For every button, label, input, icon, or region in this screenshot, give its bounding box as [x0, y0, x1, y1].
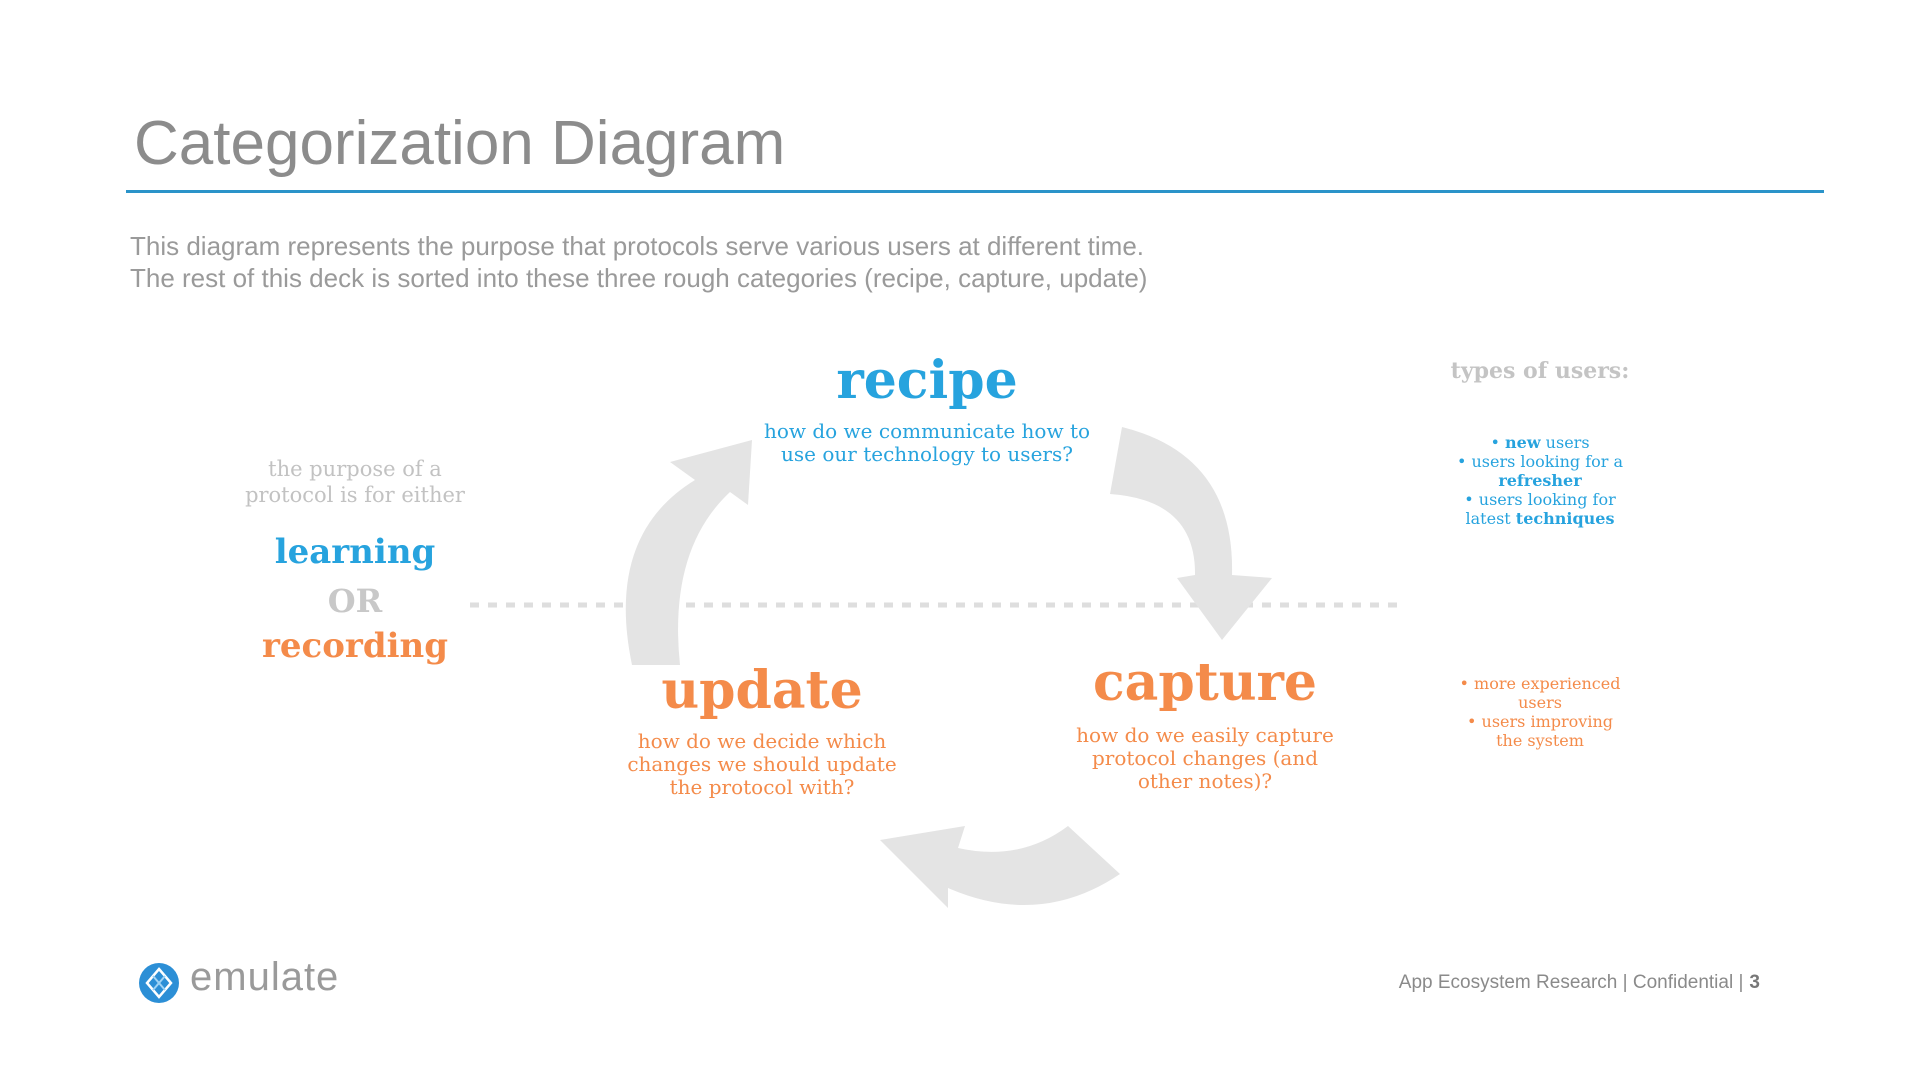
user-type-new: • new users: [1490, 433, 1590, 452]
user-type-improving: • users improving: [1467, 712, 1613, 731]
update-question-line-1: how do we decide which: [637, 729, 887, 753]
purpose-intro: the purpose of a protocol is for either: [215, 456, 495, 508]
capture-question: how do we easily capture protocol change…: [1055, 724, 1355, 793]
purpose-intro-line-1: the purpose of a: [268, 457, 442, 481]
intro-line-1: This diagram represents the purpose that…: [130, 231, 1145, 261]
recipe-title: recipe: [836, 350, 1018, 411]
capture-question-line-3: other notes)?: [1137, 769, 1273, 793]
recording-user-types: • more experienced users • users improvi…: [1420, 674, 1660, 750]
user-types-title: types of users:: [1450, 358, 1630, 384]
footer-text: App Ecosystem Research | Confidential |: [1398, 972, 1744, 993]
intro-line-2: The rest of this deck is sorted into the…: [130, 263, 1148, 293]
user-type-improving-cont: the system: [1496, 731, 1584, 750]
update-question-line-3: the protocol with?: [669, 775, 855, 799]
slide-title: Categorization Diagram: [134, 109, 786, 178]
or-label: OR: [327, 582, 383, 620]
recipe-question-line-2: use our technology to users?: [781, 442, 1073, 466]
logo-wordmark: emulate: [190, 955, 340, 999]
learning-label: learning: [274, 532, 436, 572]
recording-label: recording: [261, 626, 449, 666]
update-question: how do we decide which changes we should…: [612, 730, 912, 799]
curved-arrow-icon-left: [625, 440, 752, 665]
curved-arrow-icon-bottom: [880, 826, 1120, 908]
capture-question-line-2: protocol changes (and: [1091, 746, 1319, 770]
recipe-question: how do we communicate how to use our tec…: [752, 420, 1102, 466]
user-type-refresher-bold: refresher: [1498, 471, 1582, 490]
title-divider: [126, 190, 1824, 193]
learning-user-types: • new users • users looking for a refres…: [1420, 433, 1660, 528]
user-type-experienced: • more experienced: [1459, 674, 1621, 693]
intro-text: This diagram represents the purpose that…: [130, 230, 1147, 294]
update-question-line-2: changes we should update: [627, 752, 897, 776]
curved-arrow-icon-top-right: [1110, 427, 1272, 640]
user-type-refresher: • users looking for a: [1456, 452, 1624, 471]
capture-title: capture: [1092, 652, 1318, 713]
user-type-experienced-cont: users: [1518, 693, 1562, 712]
user-type-techniques-cont: latest techniques: [1465, 509, 1615, 528]
update-title: update: [661, 660, 863, 721]
recipe-question-line-1: how do we communicate how to: [763, 419, 1091, 443]
emulate-logo-icon: [139, 963, 179, 1003]
footer: App Ecosystem Research | Confidential |3: [1399, 972, 1760, 994]
page-number: 3: [1749, 972, 1760, 993]
capture-question-line-1: how do we easily capture: [1076, 723, 1334, 747]
purpose-intro-line-2: protocol is for either: [245, 483, 465, 507]
user-type-techniques: • users looking for: [1464, 490, 1616, 509]
